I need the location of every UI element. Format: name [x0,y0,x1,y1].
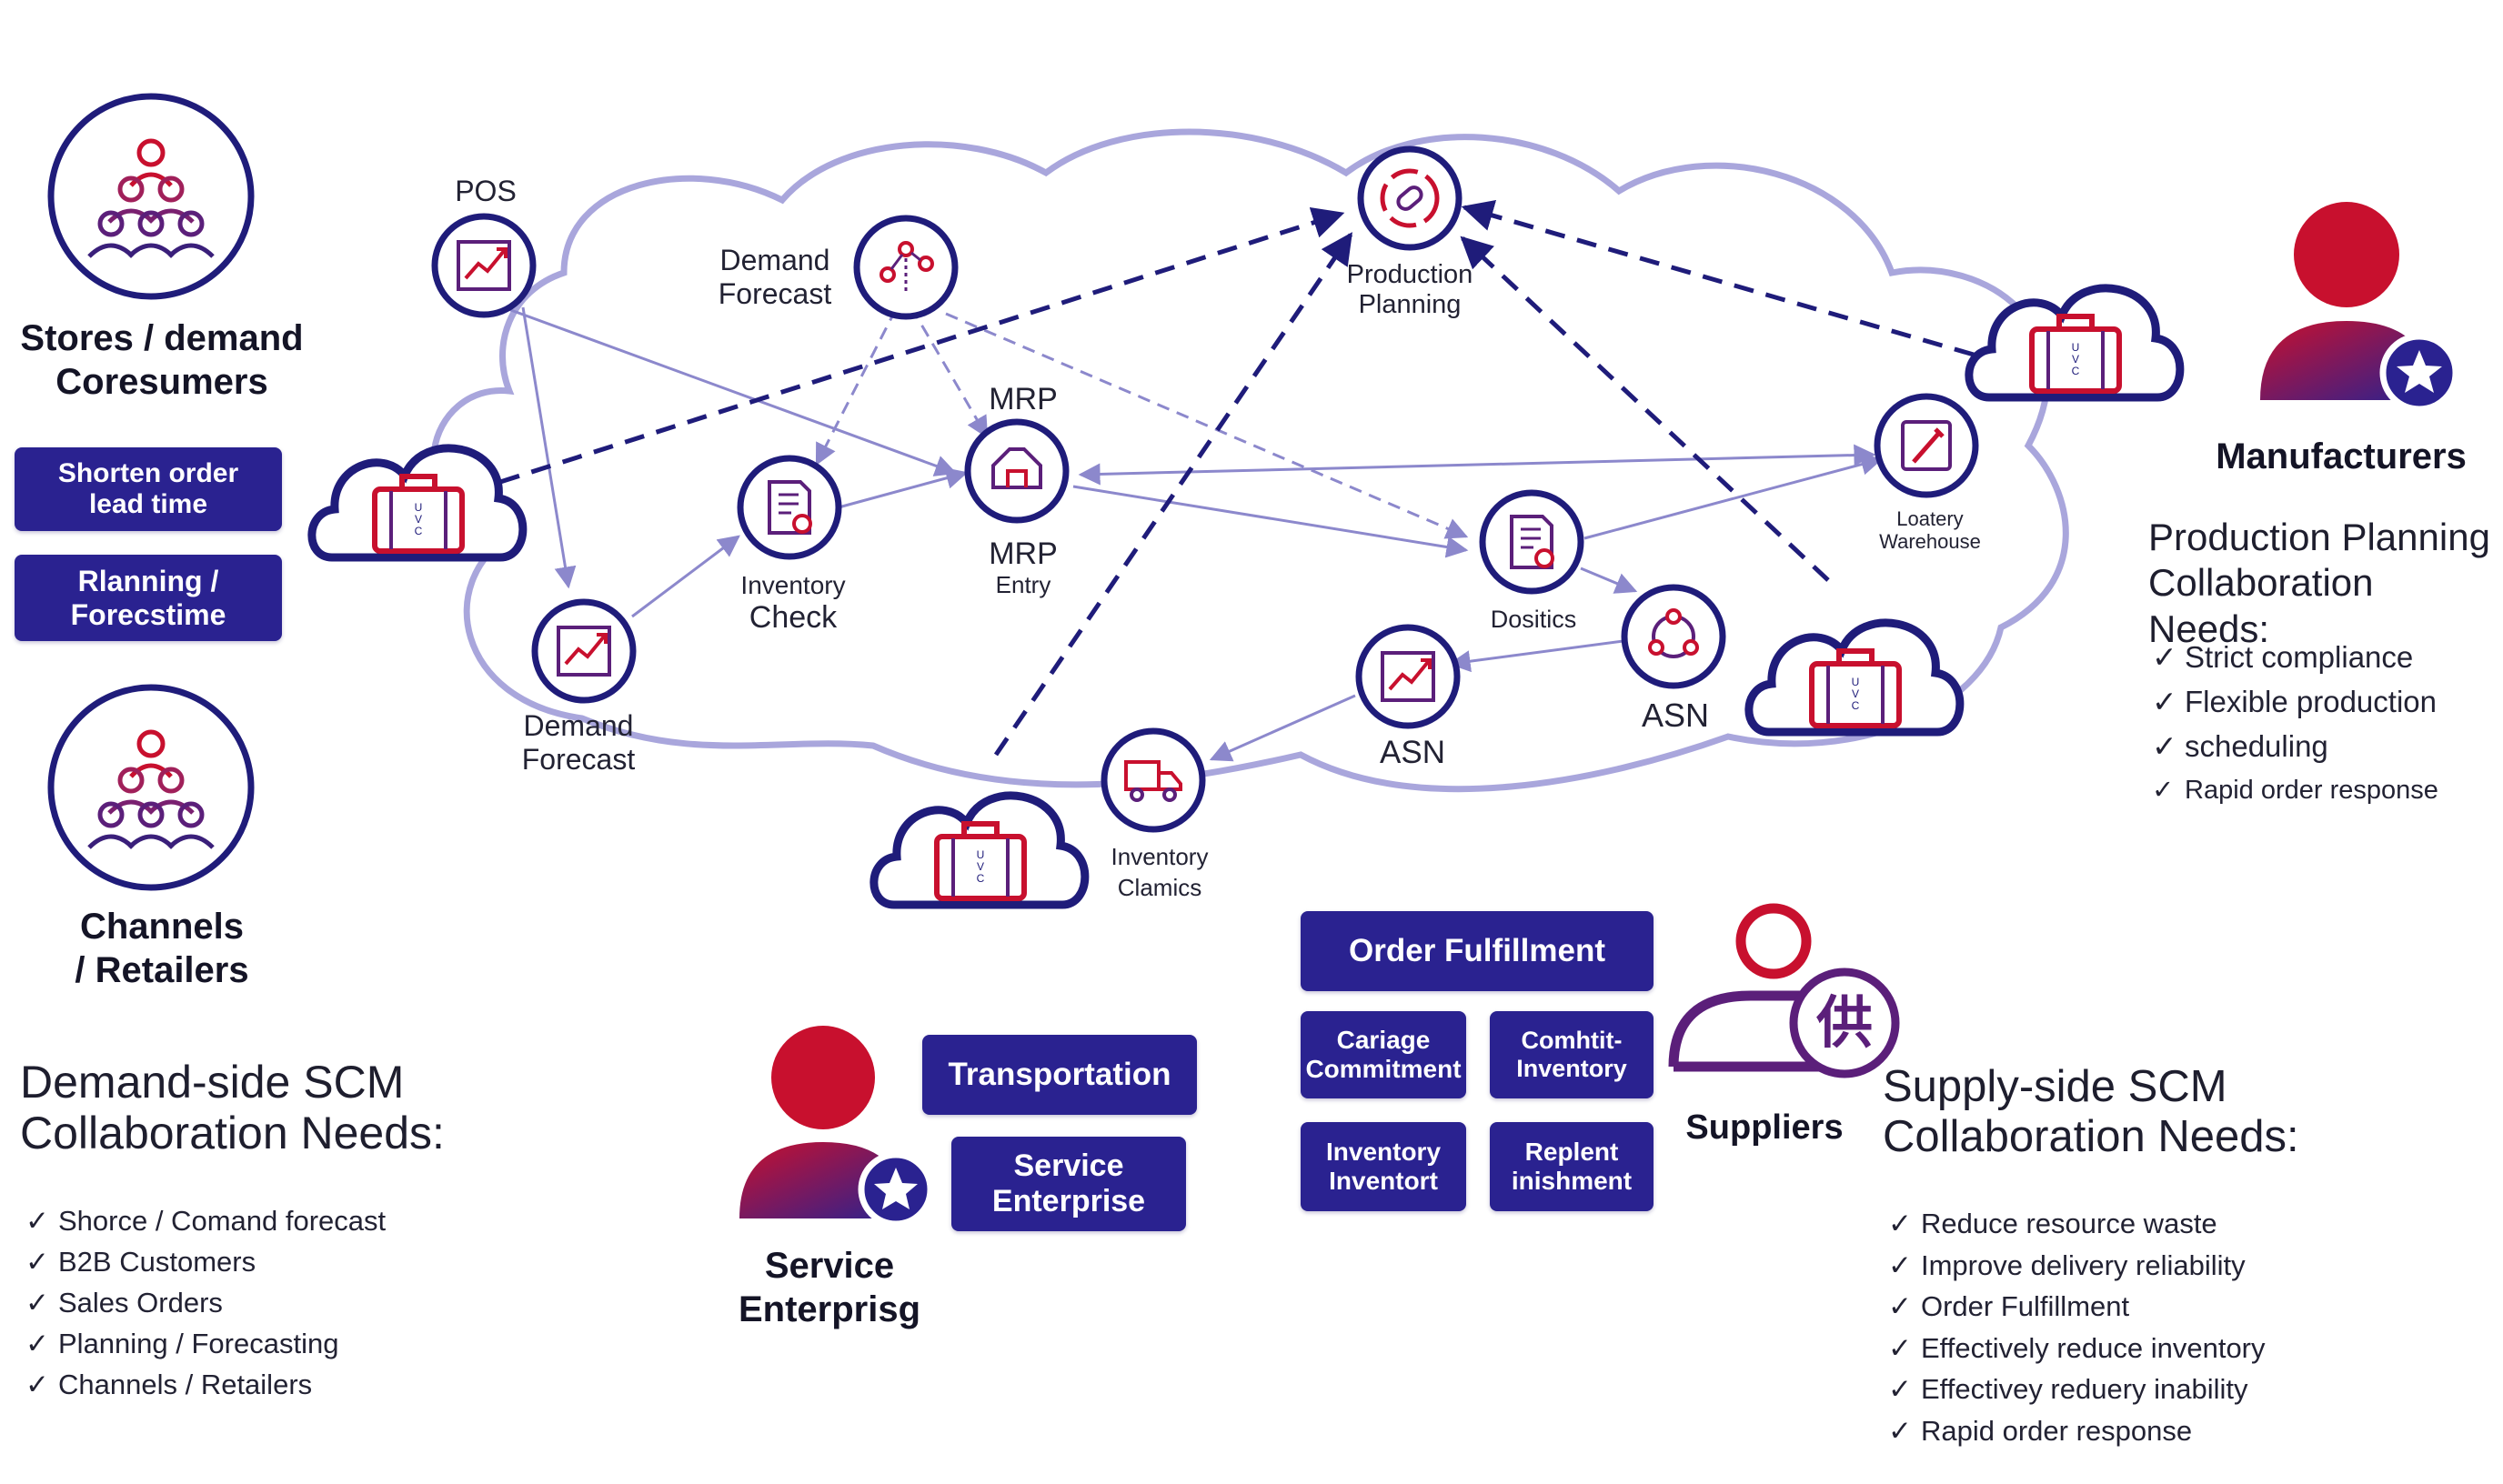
order-fulfillment-button[interactable]: Order Fulfillment [1301,911,1654,991]
cloud-badge-letter: U [415,501,423,514]
cloud-briefcase-icon: UVC [870,791,1090,909]
mrp-top-label: MRP [989,382,1058,416]
list-item: B2B Customers [25,1241,386,1282]
dositics-document-icon [1479,489,1584,595]
supply-needs-list: Reduce resource waste Improve delivery r… [1888,1203,2266,1451]
list-item: Shorce / Comand forecast [25,1200,386,1241]
supplier-person-icon [1668,903,1900,1078]
list-item: Strict compliance [2152,635,2438,679]
flow-arrows-dashed-light [815,306,1469,539]
network-nodes [431,145,1979,833]
list-item: Sales Orders [25,1282,386,1323]
warehouse-pen-icon [1874,393,1979,498]
cloud-badge-letter: V [977,860,984,873]
asn-cycle-icon [1621,584,1726,689]
cloud-badge-letter: C [1852,699,1860,712]
cloud-badge-letter: C [977,872,985,885]
cloud-briefcase-icon: UVC [307,444,528,562]
list-item: Flexible production [2152,679,2438,724]
cloud-badge-letter: V [1852,687,1859,700]
production-planning-icon [1357,145,1463,251]
list-item: Rapid order response [1888,1410,2266,1452]
transportation-button[interactable]: Transportation [922,1035,1197,1115]
list-item: Rapid order response [2152,768,2438,813]
planning-forecasting-button[interactable]: Rlanning /Forecstime [15,555,282,641]
supplier-badge-glyph: 供 [1815,989,1873,1056]
cloud-badge-letter: V [2072,353,2079,366]
inventory-check-document-icon [737,455,842,560]
pos-chart-icon [431,213,537,318]
list-item: scheduling [2152,724,2438,768]
list-item: Effectively reduce inventory [1888,1328,2266,1369]
cloud-badge-letter: U [2072,341,2080,354]
inventory-truck-icon [1101,727,1206,833]
channels-people-icon [47,684,255,891]
list-item: Planning / Forecasting [25,1323,386,1364]
mrp-icon [964,418,1070,524]
asn-right-label: ASN [1641,697,1710,734]
list-item: Order Fulfillment [1888,1286,2266,1328]
list-item: Reduce resource waste [1888,1203,2266,1245]
cloud-badge-letter: U [977,848,985,861]
asn-chart-icon [1355,624,1461,729]
cloud-badge-letter: U [1852,676,1860,688]
cloud-briefcase-icon: UVC [1744,618,1965,737]
production-needs-list: Strict compliance Flexible production sc… [2152,635,2438,813]
network-cloud-outline [430,128,2069,793]
stores-people-icon [47,93,255,300]
commit-inventory-tile[interactable]: Comhtit-Inventory [1490,1011,1654,1098]
flow-arrows-light [498,304,1884,762]
cloud-briefcase-icon: UVC [1965,284,2185,402]
channels-retailers-label: Channels/ Retailers [75,907,249,990]
service-person-icon [739,1026,934,1228]
demand-forecast-network-icon [853,215,959,320]
pos-label: POS [455,175,517,207]
dositics-label: Dositics [1490,606,1577,633]
suppliers-label: Suppliers [1685,1108,1844,1147]
cloud-badge-letter: C [2072,365,2080,377]
manufacturers-label: Manufacturers [2216,436,2467,476]
demand-forecast-chart-icon [531,598,637,704]
manufacturer-person-icon [2260,202,2459,413]
cloud-badge-letter: V [415,513,422,526]
list-item: Effectivey reduery inability [1888,1369,2266,1410]
demand-needs-list: Shorce / Comand forecast B2B Customers S… [25,1200,386,1405]
cloud-badge-letter: C [415,525,423,537]
asn-center-label: ASN [1380,735,1445,770]
list-item: Improve delivery reliability [1888,1245,2266,1287]
flow-arrows-dashed-dark [499,199,1975,757]
list-item: Channels / Retailers [25,1364,386,1405]
